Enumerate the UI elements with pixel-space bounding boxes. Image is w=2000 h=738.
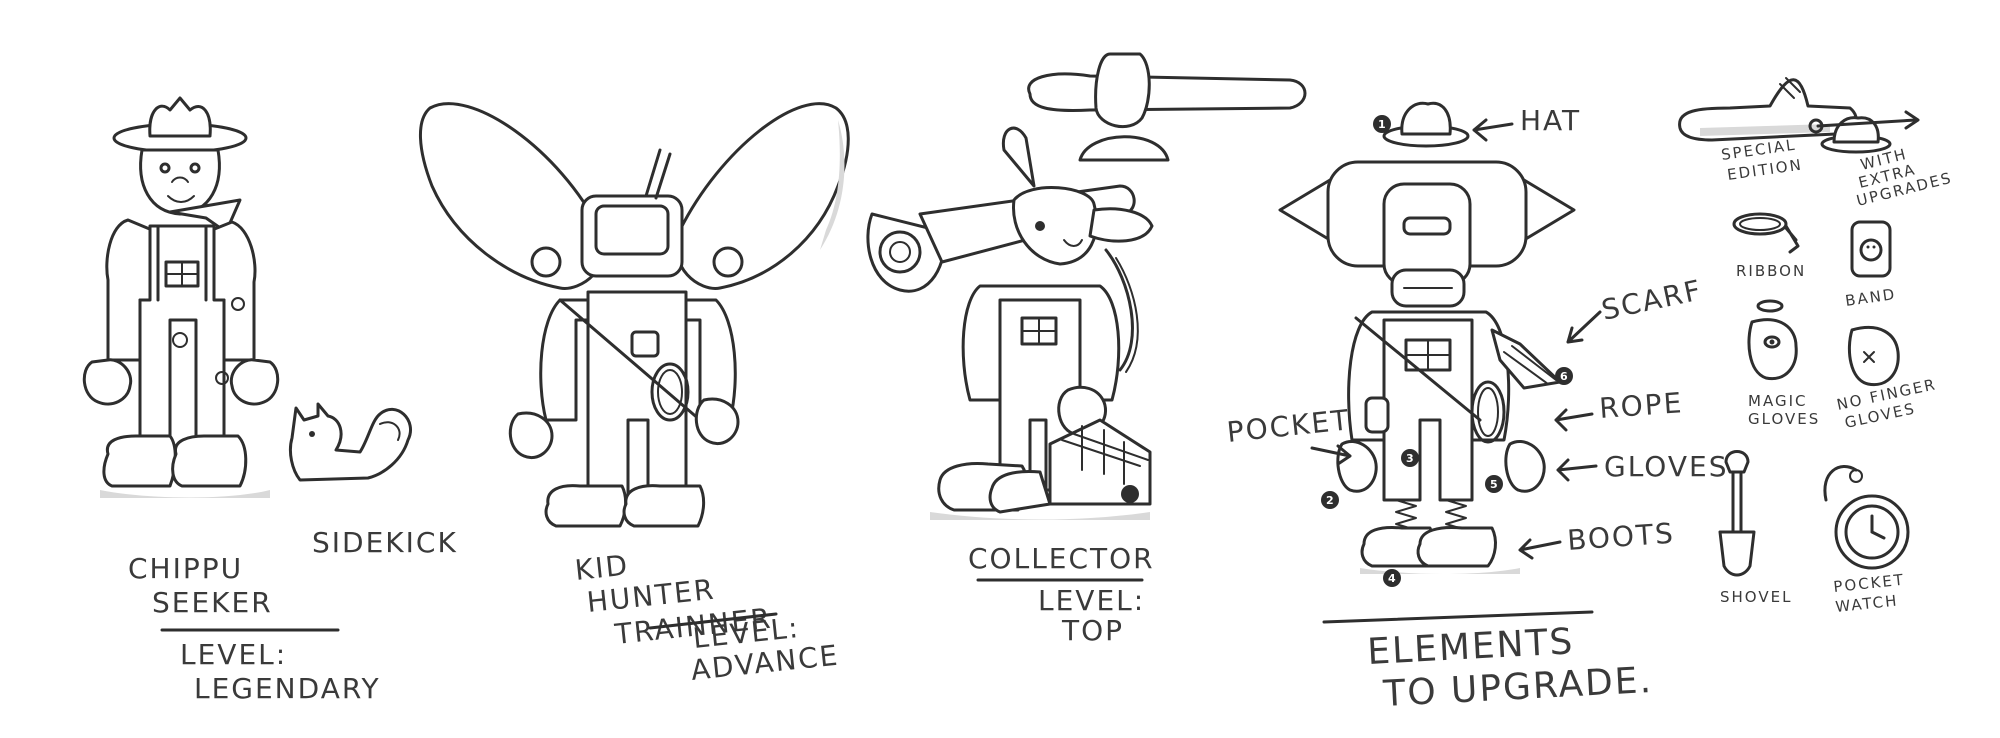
chippu-name-line2: SEEKER bbox=[152, 586, 273, 619]
pocket bbox=[1364, 396, 1390, 434]
upgrade-markers: 1 2 3 4 5 6 bbox=[1321, 115, 1573, 587]
extra-upgrades-hat bbox=[1808, 110, 1920, 154]
marker-3: 3 bbox=[1406, 452, 1414, 465]
collector-portrait bbox=[1027, 52, 1307, 162]
right-glove bbox=[1504, 440, 1546, 493]
sidekick-figure bbox=[288, 402, 412, 482]
item-label-pocket-watch-2: WATCH bbox=[1835, 591, 1900, 616]
marker-6: 6 bbox=[1560, 370, 1568, 383]
magic-gloves-icon bbox=[1747, 299, 1798, 381]
chippu-name-line1: CHIPPU bbox=[128, 552, 243, 585]
callout-scarf: SCARF bbox=[1599, 273, 1706, 326]
upgrade-divider bbox=[1322, 610, 1594, 624]
callout-arrows bbox=[1310, 118, 1602, 560]
hat-crown bbox=[148, 96, 212, 138]
shovel-icon bbox=[1718, 450, 1756, 577]
callout-gloves: GLOVES bbox=[1604, 450, 1728, 483]
kid-name-line1: KID bbox=[573, 548, 630, 586]
item-label-band: BAND bbox=[1844, 285, 1897, 310]
left-glove bbox=[82, 358, 133, 406]
right-boot bbox=[171, 434, 248, 488]
no-finger-gloves-icon bbox=[1847, 325, 1900, 387]
marker-1: 1 bbox=[1378, 118, 1386, 131]
item-label-shovel: SHOVEL bbox=[1720, 588, 1792, 606]
left-wing bbox=[419, 102, 606, 290]
callout-pocket: POCKET bbox=[1225, 403, 1351, 449]
callout-boots: BOOTS bbox=[1566, 517, 1676, 557]
pocket-watch-icon bbox=[1823, 465, 1910, 570]
collector-level-label: LEVEL: bbox=[1038, 584, 1145, 617]
kid-hunter-figure bbox=[419, 102, 850, 528]
item-label-magic-gloves-1: MAGIC bbox=[1748, 392, 1807, 410]
callout-rope: ROPE bbox=[1598, 386, 1684, 425]
right-glove bbox=[229, 358, 280, 406]
ribbon-icon bbox=[1732, 212, 1800, 254]
callout-hat: HAT bbox=[1520, 104, 1581, 137]
item-label-magic-gloves-2: GLOVES bbox=[1748, 410, 1820, 428]
chippu-level-label: LEVEL: bbox=[180, 638, 287, 671]
overalls bbox=[138, 224, 226, 442]
collector-level-value: TOP bbox=[1061, 614, 1124, 647]
marker-5: 5 bbox=[1490, 478, 1498, 491]
left-boot bbox=[102, 434, 177, 488]
sidekick-label: SIDEKICK bbox=[312, 526, 458, 559]
collector-name: COLLECTOR bbox=[968, 542, 1155, 575]
marker-2: 2 bbox=[1326, 494, 1334, 507]
chippu-seeker-figure bbox=[82, 96, 280, 498]
tv-head bbox=[580, 194, 684, 278]
marker-4: 4 bbox=[1388, 572, 1396, 585]
band-icon bbox=[1850, 220, 1892, 278]
item-label-ribbon: RIBBON bbox=[1736, 262, 1806, 280]
collector-figure bbox=[866, 126, 1154, 520]
kid-divider bbox=[648, 612, 778, 630]
chippu-level-value: LEGENDARY bbox=[194, 672, 381, 705]
right-wing bbox=[675, 102, 850, 290]
scarf bbox=[1490, 328, 1562, 390]
rope bbox=[1470, 380, 1506, 444]
special-edition-hat bbox=[1678, 77, 1858, 142]
